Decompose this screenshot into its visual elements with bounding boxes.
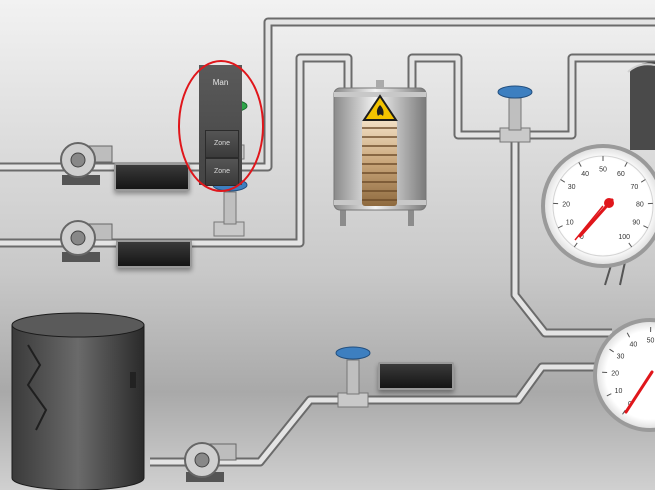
gauge-2-tick-4: 40 — [630, 342, 638, 349]
gauge-2-tick-1: 10 — [615, 388, 623, 395]
selection-highlight — [178, 60, 264, 192]
heated-reactor[interactable] — [333, 80, 427, 226]
gauge-1-tick-3: 30 — [568, 184, 576, 191]
gauge-1-tick-mark-10 — [628, 242, 633, 248]
gauge-2-tick-2: 20 — [611, 371, 619, 378]
gauge-1-tick-1: 10 — [566, 220, 574, 227]
gauge-1-tick-5: 50 — [599, 167, 607, 174]
gauge-2-tick-mark-0 — [622, 409, 626, 415]
gauge-2-tick-5: 50 — [647, 338, 655, 345]
storage-tank[interactable] — [11, 312, 145, 490]
gauge-1-tick-2: 20 — [562, 202, 570, 209]
gauge-2-tick-mark-3 — [609, 348, 614, 353]
display-pump-1 — [114, 163, 190, 191]
pump-2[interactable] — [60, 220, 113, 262]
gauge-2-tick-mark-1 — [606, 393, 612, 397]
gauge-1-tick-mark-7 — [640, 179, 646, 183]
pump-1[interactable] — [60, 142, 113, 185]
gauge-1-tick-4: 40 — [581, 171, 589, 178]
gauge-2-needle — [624, 370, 654, 414]
display-valve-3 — [378, 362, 454, 390]
control-valve-blue-3[interactable] — [335, 346, 371, 408]
gauge-2-tick-3: 30 — [617, 354, 625, 361]
right-tank[interactable] — [627, 62, 655, 150]
gauge-1-tick-mark-6 — [624, 162, 628, 167]
gauge-1-tick-10: 100 — [618, 234, 630, 241]
gauge-1-tick-6: 60 — [617, 171, 625, 178]
control-valve-blue-2[interactable] — [497, 85, 533, 143]
pump-3[interactable] — [184, 442, 237, 482]
heating-coil-icon — [362, 120, 397, 206]
gauge-1-tick-mark-3 — [560, 179, 566, 183]
gauge-1-tick-mark-9 — [643, 225, 649, 229]
display-pump-2 — [116, 240, 192, 268]
gauge-1-tick-mark-1 — [557, 225, 563, 229]
gauge-1-tick-mark-0 — [573, 242, 578, 248]
gauge-2-tick-mark-4 — [626, 332, 631, 338]
gauge-1-tick-mark-4 — [578, 162, 582, 167]
gauge-1-tick-8: 80 — [636, 202, 644, 209]
flammable-warning-icon — [362, 94, 398, 121]
gauge-1-tick-7: 70 — [631, 184, 639, 191]
gauge-1-tick-9: 90 — [632, 220, 640, 227]
gauge-1-tick-0: 0 — [580, 234, 584, 241]
